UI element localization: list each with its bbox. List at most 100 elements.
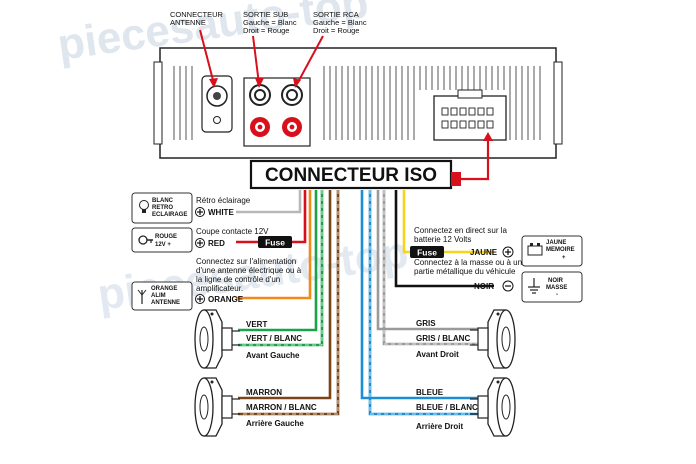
speaker-fr-wire2: GRIS / BLANC: [416, 334, 470, 343]
rca-label-line1: SORTIE RCA: [313, 10, 359, 19]
iso-link-line: [451, 138, 490, 181]
antenna-text-line4: amplificateur.: [196, 284, 243, 293]
speaker-rl-wire1: MARRON: [246, 388, 282, 397]
pointer-arrows: [199, 29, 324, 85]
heat-sink-fins: [173, 66, 541, 140]
antenna-screw-icon: [213, 116, 221, 124]
rca-label-line3: Droit = Rouge: [313, 26, 359, 35]
blanc-retro-box: BLANC RETRO ECLAIRAGE: [131, 192, 193, 224]
white-label: WHITE: [208, 208, 234, 217]
speaker-rl-wire2: MARRON / BLANC: [246, 403, 317, 412]
wire-blue-white: [368, 190, 482, 416]
direct-text-line2: batterie 12 Volts: [414, 235, 471, 244]
speaker-fr-name: Avant Droit: [416, 350, 459, 359]
speaker-fl-name: Avant Gauche: [246, 351, 300, 360]
fuse-left: Fuse: [258, 236, 292, 248]
iso-link-arrowhead: [483, 132, 493, 141]
antenna-label-line2: ANTENNE: [170, 18, 206, 27]
head-unit-left-flange: [153, 61, 163, 145]
wire-black: [394, 190, 494, 288]
wire-orange: [236, 190, 312, 300]
wire-blue: [360, 190, 482, 400]
wire-green-white-stripe: [238, 190, 323, 346]
key-icon: [138, 235, 153, 245]
speaker-rl-name: Arrière Gauche: [246, 419, 304, 428]
coupe-text: Coupe contacte 12V: [196, 227, 269, 236]
minus-icon-black: [502, 280, 514, 292]
blanc-box-line2: RETRO: [152, 205, 173, 211]
lightbulb-icon: [139, 200, 149, 213]
jaune-box-line1: JAUNE: [546, 240, 566, 246]
wire-grey-white-stripe: [383, 190, 482, 345]
noir-masse-box: NOIR MASSE -: [521, 271, 583, 303]
rouge-box-line2: 12V +: [155, 242, 171, 248]
red-label: RED: [208, 239, 225, 248]
head-unit-right-flange: [553, 61, 563, 145]
mass-text-line1: Connectez à la masse ou à une: [414, 258, 527, 267]
antenna-label-line1: CONNECTEUR: [170, 10, 224, 19]
rca-sub-right-jack: [250, 117, 270, 137]
noir-label: NOIR: [474, 282, 494, 291]
antenna-text-line3: la ligne de contrôle d'un: [196, 275, 280, 284]
ground-icon: [528, 278, 540, 294]
rca-out-left-jack: [281, 84, 303, 106]
wire-brown: [238, 190, 332, 400]
rca-label-line2: Gauche = Blanc: [313, 18, 367, 27]
pointer-arrowheads: [209, 78, 301, 88]
iso-socket-pins: [441, 107, 494, 129]
speaker-fl-wire1: VERT: [246, 320, 267, 329]
fuse-right-label: Fuse: [417, 248, 437, 258]
antenna-text-line1: Connectez sur l'alimentation: [196, 257, 296, 266]
antenna-jack-pin: [213, 92, 221, 100]
speaker-rear-right-icon: [470, 377, 516, 437]
wire-white: [236, 190, 302, 214]
battery-icon: [527, 243, 543, 256]
speaker-fr-wire1: GRIS: [416, 319, 436, 328]
jaune-memoire-box: JAUNE MEMOIRE +: [521, 235, 583, 267]
speaker-rr-name: Arrière Droit: [416, 422, 463, 431]
orange-box-line3: ANTENNE: [151, 300, 180, 306]
wire-green: [238, 190, 318, 332]
orange-box-line1: ORANGE: [151, 286, 177, 292]
antenna-text-line2: d'une antenne électrique ou à: [196, 266, 302, 275]
antenna-icon: [137, 289, 147, 304]
iso-socket-key: [457, 89, 483, 99]
wires: [236, 190, 494, 416]
plus-icon-white: [195, 207, 205, 217]
noir-box-line2: MASSE: [546, 285, 567, 291]
speaker-front-left-icon: [194, 309, 240, 369]
plus-icon-yellow: [502, 246, 514, 258]
wire-brown-white-stripe: [238, 190, 339, 415]
speaker-rear-left-icon: [194, 377, 240, 437]
noir-box-line3: -: [556, 292, 558, 298]
blanc-box-line3: ECLAIRAGE: [152, 212, 187, 218]
orange-box: ORANGE ALIM ANTENNE: [131, 281, 193, 311]
head-unit: [153, 47, 563, 159]
rca-sub-left-jack: [249, 84, 271, 106]
wire-grey: [376, 190, 482, 331]
wire-blue-white-stripe: [369, 190, 482, 415]
noir-box-line1: NOIR: [548, 278, 564, 284]
mass-text-line2: partie métallique du véhicule: [414, 267, 516, 276]
plus-icon-orange: [195, 294, 205, 304]
iso-title-box: [249, 159, 453, 190]
jaune-box-line3: +: [562, 255, 566, 261]
blanc-box-line1: BLANC: [152, 198, 174, 204]
wire-yellow: [402, 190, 494, 254]
iso-title: CONNECTEUR ISO: [265, 165, 437, 186]
orange-label: ORANGE: [208, 295, 244, 304]
jaune-box-line2: MEMOIRE: [546, 247, 575, 253]
sub-label-line1: SORTIE SUB: [243, 10, 288, 19]
rouge-box: ROUGE 12V +: [131, 227, 193, 253]
rouge-box-line1: ROUGE: [155, 234, 177, 240]
fuse-left-label: Fuse: [265, 238, 285, 248]
jaune-label: JAUNE: [470, 248, 498, 257]
plus-icon-red: [195, 238, 205, 248]
retro-text: Rétro éclairage: [196, 196, 251, 205]
orange-box-line2: ALIM: [151, 293, 166, 299]
sub-label-line2: Gauche = Blanc: [243, 18, 297, 27]
speaker-front-right-icon: [470, 309, 516, 369]
iso-socket: [433, 95, 507, 141]
rca-out-right-jack: [282, 117, 302, 137]
